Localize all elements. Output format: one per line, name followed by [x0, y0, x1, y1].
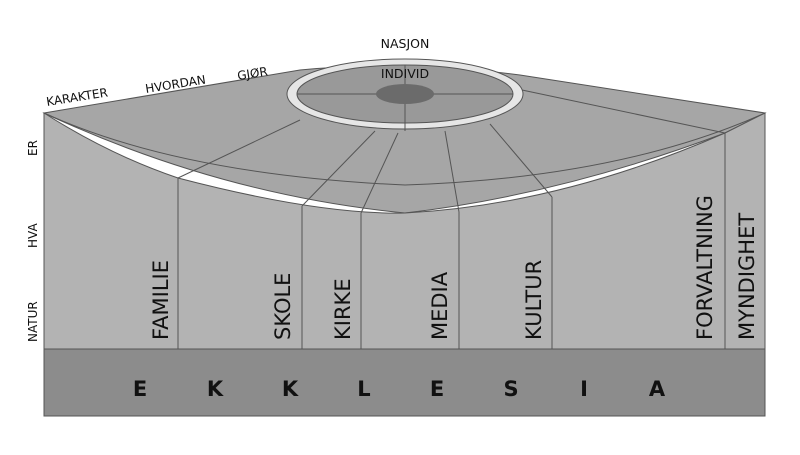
base-letter: E [133, 377, 147, 401]
ray-6 [521, 89, 726, 134]
ray-4 [444, 130, 460, 213]
base-letter: E [430, 377, 444, 401]
ray-1 [177, 119, 301, 179]
er-arc [43, 112, 766, 186]
segment-forvaltning: FORVALTNING [693, 195, 717, 340]
label-gjor: GJØR [236, 64, 268, 83]
ray-2 [301, 130, 376, 207]
segment-kirke: KIRKE [331, 278, 355, 340]
ray-5 [489, 123, 553, 198]
label-er: ER [26, 140, 40, 156]
label-nasjon: NASJON [381, 36, 430, 51]
base-letter: A [649, 377, 666, 401]
label-individ: INDIVID [381, 66, 429, 81]
base-letter: K [282, 377, 299, 401]
front-wall [177, 132, 726, 350]
label-hva: HVA [26, 223, 40, 248]
ray-3 [360, 132, 399, 214]
label-natur: NATUR [26, 301, 40, 342]
segment-kultur: KULTUR [522, 260, 546, 340]
base-letter: S [503, 377, 518, 401]
segment-myndighet: MYNDIGHET [735, 213, 759, 340]
base-letters: E K K L E S I A [133, 377, 666, 401]
base-letter: K [207, 377, 224, 401]
segment-familie: FAMILIE [149, 260, 173, 340]
base-letter: L [357, 377, 370, 401]
base-letter: I [580, 377, 588, 401]
base-slab [43, 348, 766, 417]
segment-skole: SKOLE [271, 273, 295, 340]
individ-core [376, 84, 434, 104]
segment-media: MEDIA [428, 271, 452, 340]
